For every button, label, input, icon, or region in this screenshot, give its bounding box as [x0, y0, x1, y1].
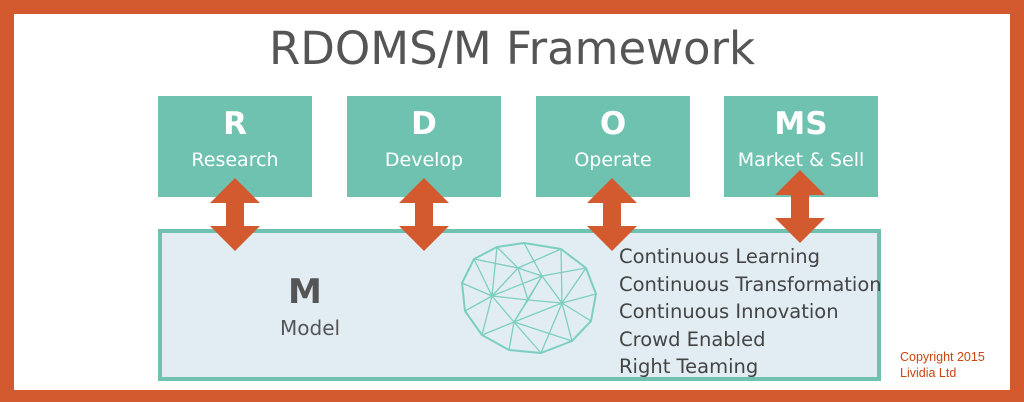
polyhedron-globe-icon — [461, 242, 597, 354]
list-item: Continuous Innovation — [619, 300, 839, 323]
box-develop: D Develop — [347, 96, 501, 197]
double-arrow-icon — [775, 170, 825, 243]
list-item: Continuous Transformation — [619, 272, 882, 296]
box-letter: MS — [774, 106, 828, 142]
box-label: Research — [191, 149, 279, 171]
box-label: Market & Sell — [737, 149, 865, 171]
model-panel — [158, 229, 881, 381]
list-item: Continuous Learning — [619, 245, 820, 268]
double-arrow-icon — [587, 178, 637, 251]
page-title: RDOMS/M Framework — [268, 22, 756, 75]
double-arrow-icon — [210, 178, 260, 251]
box-letter: O — [599, 106, 627, 142]
copyright-line: Copyright 2015 — [900, 350, 985, 364]
list-item: Crowd Enabled — [619, 327, 766, 351]
double-arrow-icon — [399, 178, 449, 251]
box-label: Develop — [384, 149, 464, 171]
copyright-line: Lividia Ltd — [900, 366, 957, 380]
box-letter: R — [223, 106, 247, 142]
box-label: Operate — [574, 149, 652, 171]
model-letter: M — [288, 272, 322, 312]
list-item: Right Teaming — [619, 355, 759, 378]
model-label: Model — [280, 316, 341, 340]
copyright-note: Copyright 2015 Lividia Ltd — [900, 349, 985, 381]
model-feature-list: Continuous Learning Continuous Transform… — [619, 243, 882, 381]
box-letter: D — [411, 106, 437, 142]
